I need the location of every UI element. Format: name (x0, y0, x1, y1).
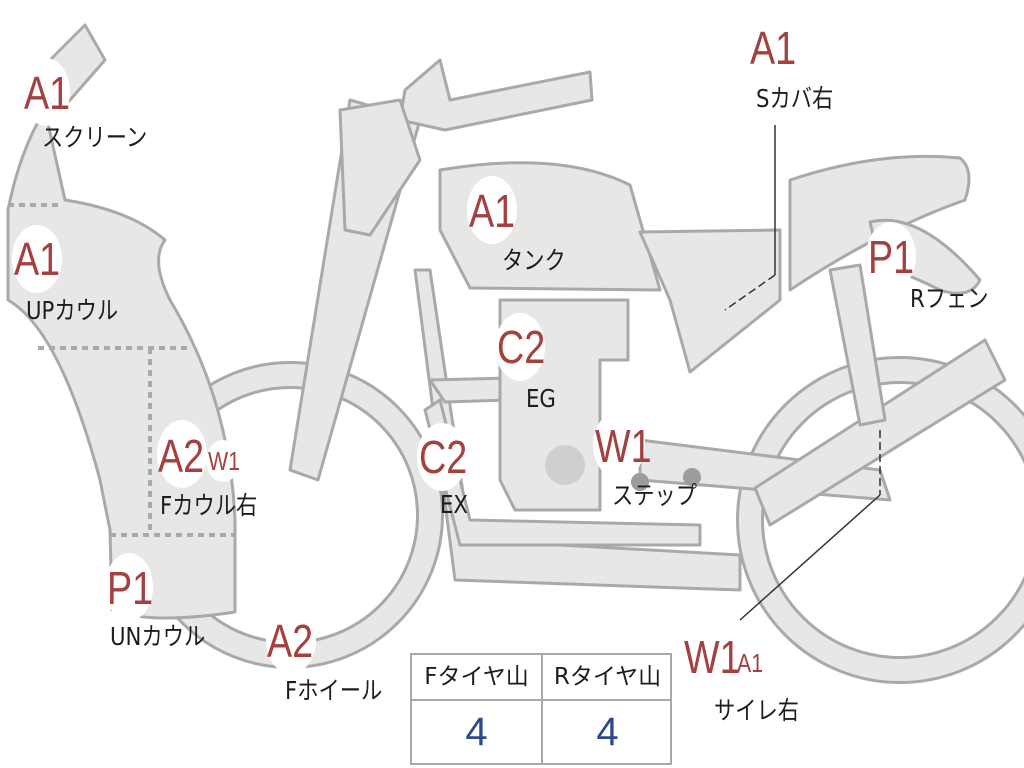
name-screen: スクリーン (42, 123, 148, 152)
leader-line-scover-dash (724, 274, 776, 311)
code-rear-fender: P1 (868, 231, 915, 283)
name-un-cowl: UNカウル (110, 622, 206, 651)
code-f-wheel: A2 (267, 615, 314, 667)
code-screen: A1 (24, 67, 71, 119)
code-exhaust: C2 (419, 431, 468, 483)
name-step: ステップ (612, 481, 698, 510)
name-side-cover-right: Sカバ右 (756, 84, 834, 113)
header-rear-tire: Rタイヤ山 (543, 655, 672, 701)
code-f-cowl-right: A2 (158, 430, 205, 482)
code-side-cover-right: A1 (750, 22, 797, 74)
code-un-cowl: P1 (107, 562, 154, 614)
code2-muffler-right: A1 (737, 648, 764, 678)
header-front-tire: Fタイヤ山 (412, 655, 541, 701)
handlebar (398, 58, 594, 132)
tire-tread-table: Fタイヤ山 Rタイヤ山 4 4 (410, 653, 672, 765)
code-engine: C2 (497, 321, 546, 373)
code-muffler-right: W1 (684, 631, 741, 683)
name-tank: タンク (502, 246, 566, 275)
code-up-cowl: A1 (14, 233, 61, 285)
value-rear-tire: 4 (596, 710, 619, 754)
value-front-tire: 4 (465, 710, 488, 754)
name-f-wheel: Fホイール (285, 676, 383, 705)
leader-line-muffler (739, 494, 881, 621)
name-rear-fender: Rフェン (910, 284, 989, 313)
code-tank: A1 (469, 185, 516, 237)
name-exhaust: EX (440, 490, 468, 519)
code2-f-cowl-right: W1 (208, 446, 240, 476)
side-cover (638, 228, 782, 374)
name-up-cowl: UPカウル (26, 296, 119, 325)
name-f-cowl-right: Fカウル右 (160, 491, 258, 520)
name-muffler-right: サイレ右 (714, 696, 800, 725)
fairing (6, 108, 237, 620)
name-engine: EG (526, 384, 556, 413)
code-step: W1 (595, 420, 652, 472)
exhaust-pipe (428, 376, 512, 404)
